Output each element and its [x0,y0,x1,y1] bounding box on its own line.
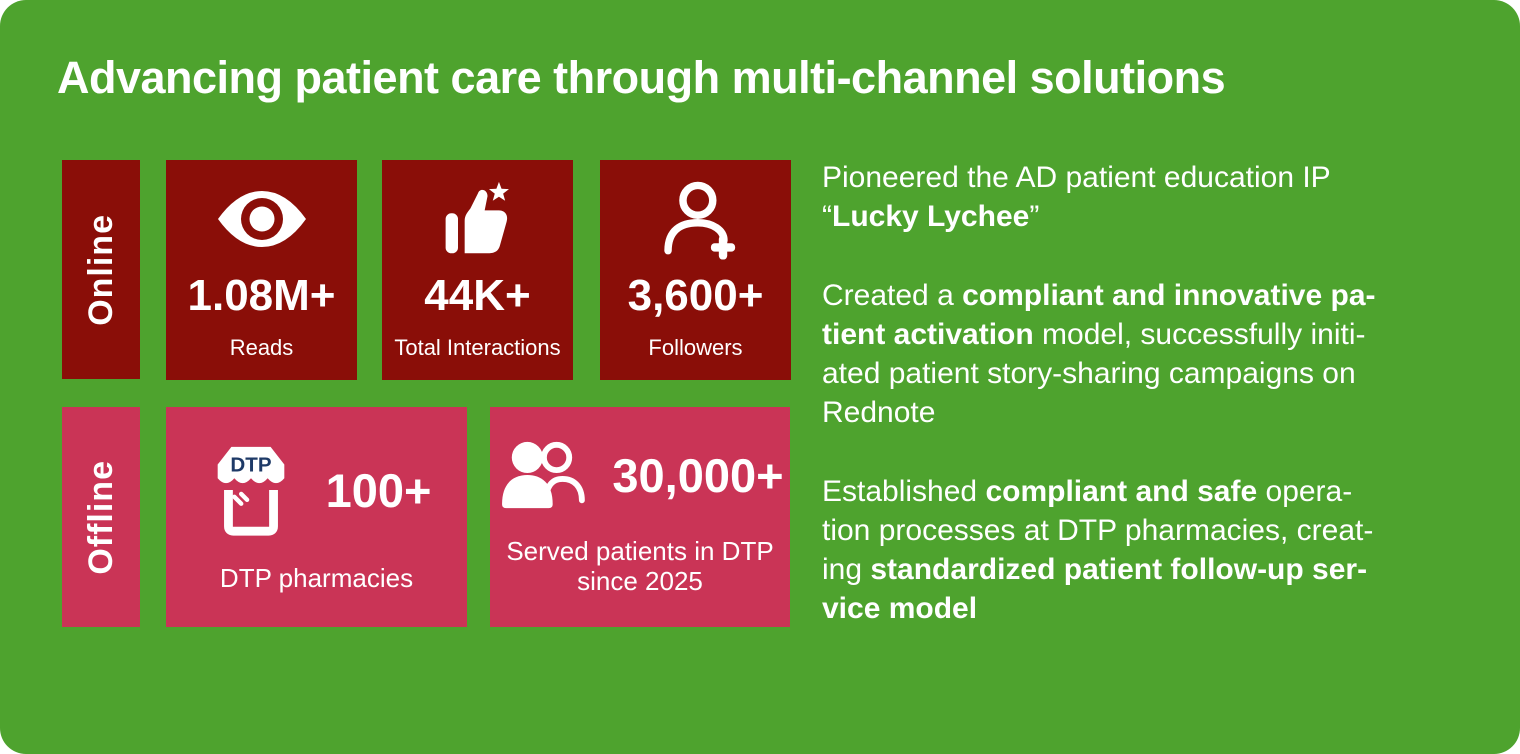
served-patients-label-line1: Served patients in DTP [506,536,774,566]
reads-value: 1.08M+ [187,270,336,320]
highlights: Pioneered the AD patient education IP“Lu… [822,158,1472,628]
offline-section-bar: Offline [62,407,140,627]
thumbs-up-star-icon [436,180,520,258]
served-patients-value: 30,000+ [612,448,784,502]
followers-label: Followers [648,334,743,360]
dtp-storefront-icon: DTP [202,441,300,539]
dtp-icon-text: DTP [230,453,271,476]
dtp-pharmacies-label: DTP pharmacies [219,563,414,593]
person-add-icon [656,180,736,260]
eye-icon [216,180,308,258]
online-section-label: Online [81,213,120,326]
interactions-label: Total Interactions [394,334,561,360]
served-patients-label: Served patients in DTP since 2025 [506,536,773,596]
stat-card-reads: 1.08M+ Reads [166,160,357,380]
offline-section-label: Offline [81,459,120,575]
stat-card-interactions: 44K+ Total Interactions [382,160,573,380]
patients-group-icon [496,438,586,512]
highlight-paragraph: Pioneered the AD patient education IP“Lu… [822,161,1331,233]
highlight-paragraph: Established compliant and safe opera-tio… [822,475,1374,625]
reads-label: Reads [229,334,294,360]
online-section-bar: Online [62,160,140,379]
stat-card-followers: 3,600+ Followers [600,160,791,380]
interactions-value: 44K+ [424,270,531,320]
page-title: Advancing patient care through multi-cha… [57,52,1226,103]
stat-card-dtp-pharmacies: DTP 100+ DTP pharmacies [166,407,467,627]
highlight-paragraph: Created a compliant and innovative pa-ti… [822,279,1376,429]
stat-card-served-patients: 30,000+ Served patients in DTP since 202… [490,407,790,627]
served-patients-label-line2: since 2025 [577,566,703,596]
dtp-pharmacies-value: 100+ [325,463,432,517]
followers-value: 3,600+ [627,270,764,320]
